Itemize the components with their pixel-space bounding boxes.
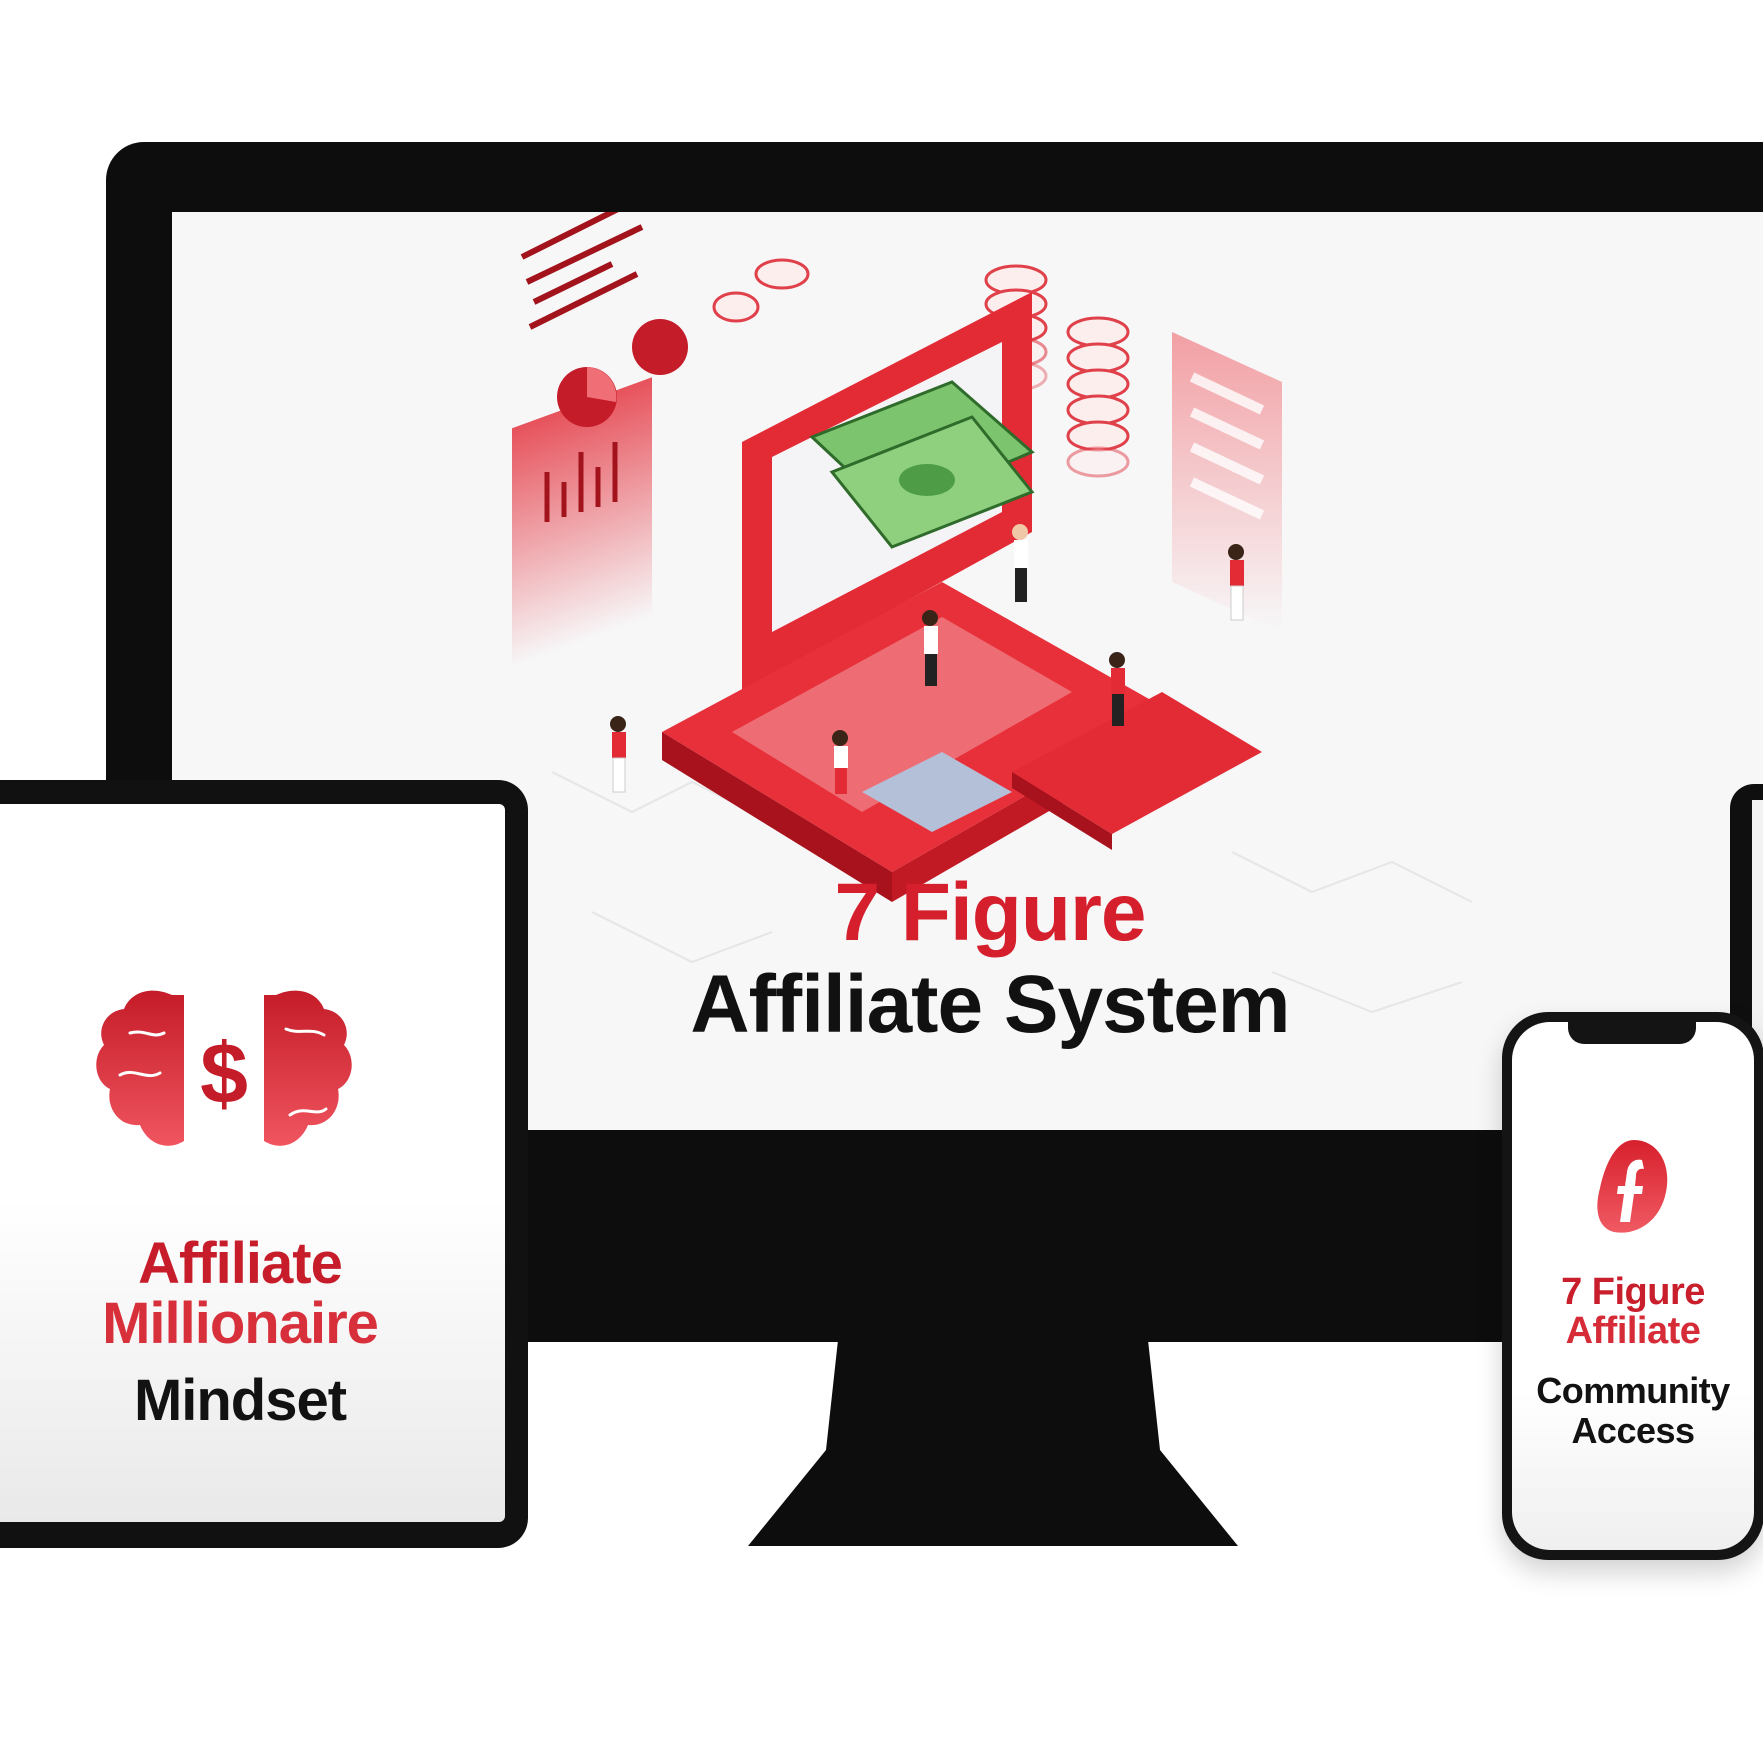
f-logo-icon — [1597, 1140, 1668, 1233]
phone-screen — [1512, 1022, 1754, 1550]
tablet-title-line3: Mindset — [133, 1368, 347, 1433]
cash-bills-icon — [809, 380, 1035, 549]
affiliate-hero-illustration — [512, 212, 1473, 1014]
phone-title-line2: Affiliate — [1565, 1310, 1701, 1352]
svg-text:$: $ — [200, 1026, 248, 1122]
tablet-title-line2: Millionaire — [102, 1291, 379, 1356]
monitor-screen — [172, 212, 1763, 1130]
tablet-screen — [0, 804, 505, 1522]
phone-title-line3: Community — [1536, 1370, 1730, 1411]
monitor-stand — [748, 1340, 1238, 1546]
phone-title-line4: Access — [1571, 1410, 1695, 1451]
document-panel-icon — [1172, 332, 1282, 632]
phone-title-line1: 7 Figure — [1561, 1271, 1705, 1313]
headline-line2: Affiliate System — [690, 959, 1290, 1050]
brain-dollar-icon: $ — [96, 990, 352, 1146]
people-figures — [610, 524, 1244, 794]
floor-tablet-illustration — [1012, 692, 1262, 850]
tablet-title-line1: Affiliate — [138, 1231, 343, 1296]
headline-line1: 7 Figure — [834, 867, 1147, 958]
phone-notch — [1568, 1022, 1696, 1044]
analytics-panel-icon — [512, 212, 688, 669]
